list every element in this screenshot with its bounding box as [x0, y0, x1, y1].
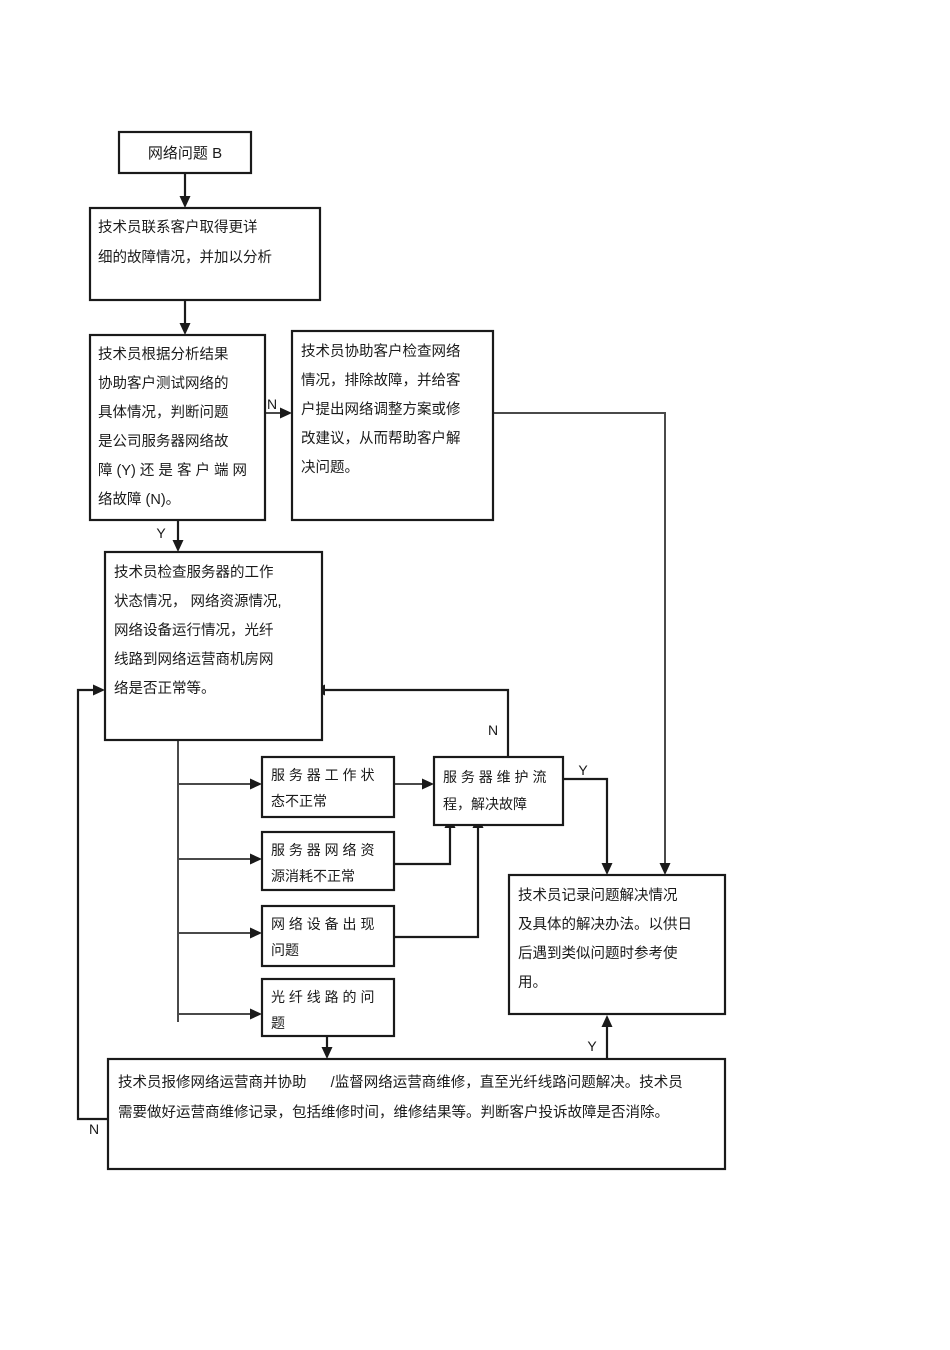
node-assist-customer[interactable]: 技术员协助客户检查网络 情况，排除故障，并给客 户提出网络调整方案或修 改建议，… — [290, 329, 495, 522]
arrowhead-report-to-record — [601, 1015, 613, 1027]
node-record-solution-line-4: 用。 — [518, 975, 547, 991]
node-server-resource-abnormal-line-2: 源消耗不正常 — [271, 868, 355, 884]
node-server-state-abnormal-line-1: 服 务 器 工 作 状 — [271, 767, 374, 783]
edge-maintenance-to-record — [563, 777, 609, 866]
node-server-maintenance-box[interactable] — [432, 755, 565, 827]
arrowhead-fiber-to-report — [321, 1047, 333, 1059]
node-contact-customer-line-1: 技术员联系客户取得更详 — [98, 219, 258, 236]
node-check-server-line-2: 状态情况， 网络资源情况, — [114, 593, 282, 610]
node-record-solution-line-1: 技术员记录问题解决情况 — [518, 887, 678, 904]
node-fiber-line-issue-line-1: 光 纤 线 路 的 问 — [271, 989, 374, 1005]
node-start-box[interactable] — [117, 130, 253, 175]
node-report-isp-line-1: 技术员报修网络运营商并协助 /监督网络运营商维修，直至光纤线路问题解决。技术员 — [118, 1074, 683, 1091]
edge-label-analyze-to-check: Y — [156, 525, 166, 541]
arrowhead-rail-to-server-resource — [250, 853, 262, 865]
edge-label-report-to-check: N — [89, 1121, 99, 1137]
node-analyze-decision-line-5: 障 (Y) 还 是 客 户 端 网 — [98, 461, 247, 479]
node-analyze-decision-line-3: 具体情况，判断问题 — [98, 404, 229, 421]
node-analyze-decision-line-6: 络故障 (N)。 — [98, 490, 180, 508]
node-record-solution-line-2: 及具体的解决办法。以供日 — [518, 916, 692, 933]
node-server-state-abnormal[interactable]: 服 务 器 工 作 状 态不正常 — [260, 755, 396, 819]
arrowhead-contact-to-analyze — [179, 323, 191, 335]
edge-label-analyze-to-assist: N — [267, 396, 277, 412]
arrowhead-analyze-to-check — [172, 540, 184, 552]
node-analyze-decision-box[interactable] — [88, 333, 267, 522]
node-assist-customer-line-4: 改建议，从而帮助客户解 — [301, 430, 461, 447]
edge-label-maintenance-to-check: N — [488, 722, 498, 738]
node-assist-customer-line-3: 户提出网络调整方案或修 — [301, 400, 461, 418]
node-record-solution-box[interactable] — [507, 873, 727, 1016]
node-report-isp-box[interactable] — [106, 1057, 727, 1171]
node-record-solution[interactable]: 技术员记录问题解决情况 及具体的解决办法。以供日 后遇到类似问题时参考使 用。 — [507, 873, 727, 1016]
node-server-maintenance-line-2: 程，解决故障 — [443, 796, 527, 812]
arrowhead-rail-to-server-state — [250, 778, 262, 790]
node-server-maintenance-line-1: 服 务 器 维 护 流 — [443, 769, 546, 785]
node-assist-customer-line-2: 情况，排除故障，并给客 — [301, 371, 461, 389]
node-contact-customer-line-2: 细的故障情况，并加以分析 — [98, 248, 272, 266]
node-analyze-decision[interactable]: 技术员根据分析结果 协助客户测试网络的 具体情况，判断问题 是公司服务器网络故 … — [88, 333, 267, 522]
node-check-server-line-3: 网络设备运行情况，光纤 — [114, 622, 274, 639]
edge-assist-to-record — [493, 412, 666, 866]
node-check-server-box[interactable] — [103, 550, 324, 742]
arrowhead-maintenance-to-record — [601, 863, 613, 875]
node-assist-customer-line-5: 决问题。 — [301, 459, 359, 476]
arrowhead-rail-to-fiber-line — [250, 1008, 262, 1020]
arrowhead-server-state-to-maintenance — [422, 778, 434, 790]
node-check-server[interactable]: 技术员检查服务器的工作 状态情况， 网络资源情况, 网络设备运行情况，光纤 线路… — [103, 550, 324, 742]
node-analyze-decision-line-2: 协助客户测试网络的 — [98, 375, 229, 392]
node-check-server-line-5: 络是否正常等。 — [114, 679, 216, 697]
arrowhead-rail-to-network-device — [250, 927, 262, 939]
node-fiber-line-issue-line-2: 题 — [271, 1015, 285, 1031]
node-assist-customer-box[interactable] — [290, 329, 495, 522]
node-fiber-line-issue-box[interactable] — [260, 977, 396, 1038]
node-analyze-decision-line-4: 是公司服务器网络故 — [98, 433, 229, 450]
arrowhead-report-to-check — [93, 684, 105, 696]
edge-server-resource-to-maintenance — [394, 825, 452, 866]
node-server-state-abnormal-line-2: 态不正常 — [271, 793, 327, 809]
node-start[interactable]: 网络问题 B — [117, 130, 253, 175]
node-network-device-issue-line-1: 网 络 设 备 出 现 — [271, 916, 374, 932]
node-report-isp-line-2: 需要做好运营商维修记录，包括维修时间，维修结果等。判断客户投诉故障是否消除。 — [118, 1103, 669, 1121]
node-network-device-issue-line-2: 问题 — [271, 942, 299, 958]
node-server-maintenance[interactable]: 服 务 器 维 护 流 程，解决故障 — [432, 755, 565, 827]
edge-report-to-check — [76, 688, 108, 1121]
node-contact-customer[interactable]: 技术员联系客户取得更详 细的故障情况，并加以分析 — [88, 206, 322, 302]
node-network-device-issue[interactable]: 网 络 设 备 出 现 问题 — [260, 904, 396, 968]
node-server-state-abnormal-box[interactable] — [260, 755, 396, 819]
edge-maintenance-to-check — [322, 688, 510, 757]
node-check-server-line-1: 技术员检查服务器的工作 — [114, 564, 274, 581]
node-server-resource-abnormal-line-1: 服 务 器 网 络 资 — [271, 842, 374, 858]
node-record-solution-line-3: 后遇到类似问题时参考使 — [518, 945, 678, 962]
node-network-device-issue-box[interactable] — [260, 904, 396, 968]
edge-label-report-to-record: Y — [587, 1038, 597, 1054]
node-fiber-line-issue[interactable]: 光 纤 线 路 的 问 题 — [260, 977, 396, 1038]
edge-network-device-to-maintenance — [394, 825, 480, 939]
edge-label-maintenance-to-record: Y — [578, 762, 588, 778]
node-assist-customer-line-1: 技术员协助客户检查网络 — [301, 343, 461, 360]
node-analyze-decision-line-1: 技术员根据分析结果 — [98, 346, 229, 363]
node-server-resource-abnormal[interactable]: 服 务 器 网 络 资 源消耗不正常 — [260, 830, 396, 892]
node-server-resource-abnormal-box[interactable] — [260, 830, 396, 892]
node-start-label: 网络问题 B — [148, 145, 222, 162]
node-report-isp[interactable]: 技术员报修网络运营商并协助 /监督网络运营商维修，直至光纤线路问题解决。技术员 … — [106, 1057, 727, 1171]
node-check-server-line-4: 线路到网络运营商机房网 — [114, 651, 274, 668]
node-contact-customer-box[interactable] — [88, 206, 322, 302]
arrowhead-analyze-to-assist — [280, 407, 292, 419]
arrowhead-assist-to-record — [659, 863, 671, 875]
arrowhead-start-to-contact — [179, 196, 191, 208]
